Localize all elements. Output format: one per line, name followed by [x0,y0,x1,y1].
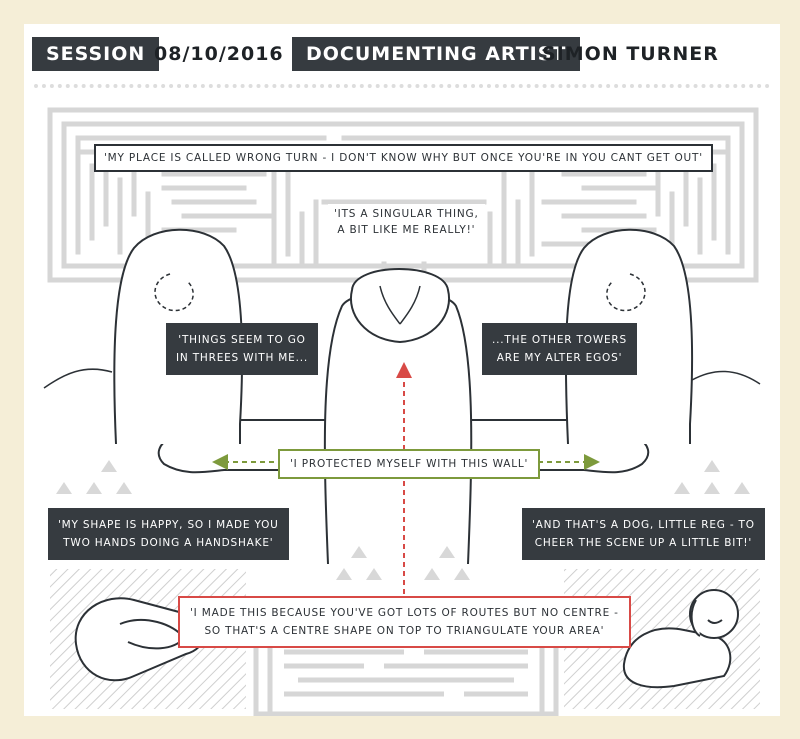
quote-wall: 'I PROTECTED MYSELF WITH THIS WALL' [278,449,541,479]
dotted-divider [34,84,770,88]
quote-centre-line-1: 'I MADE THIS BECAUSE YOU'VE GOT LOTS OF … [190,607,619,619]
session-date: 08/10/2016 [154,43,284,65]
quote-dog-line-2: CHEER THE SCENE UP A LITTLE BIT!' [534,537,753,549]
session-card: SESSION 08/10/2016 DOCUMENTING ARTIST SI… [24,24,780,716]
triangle-decor [56,460,750,580]
quote-centre-shape: 'I MADE THIS BECAUSE YOU'VE GOT LOTS OF … [178,596,631,648]
role-label: DOCUMENTING ARTIST [292,37,581,71]
quote-alter-line-2: ARE MY ALTER EGOS' [496,352,623,364]
swirl-right [606,273,646,312]
quote-dog-line-1: 'AND THAT'S A DOG, LITTLE REG - TO [532,519,755,531]
centre-shape-top [349,268,451,344]
quote-dog: 'AND THAT'S A DOG, LITTLE REG - TO CHEER… [522,508,765,560]
quote-alter-line-1: ...THE OTHER TOWERS [492,334,627,346]
hill-left [43,368,113,389]
quote-wrong-turn: 'MY PLACE IS CALLED WRONG TURN - I DON'T… [94,144,713,172]
swirl-left [154,273,194,312]
artist-name: SIMON TURNER [542,43,719,65]
session-label: SESSION [32,37,160,71]
quote-threes-line-2: IN THREES WITH ME... [176,352,308,364]
quote-threes-line-1: 'THINGS SEEM TO GO [178,334,306,346]
quote-handshake: 'MY SHAPE IS HAPPY, SO I MADE YOU TWO HA… [48,508,289,560]
handshake-illustration [74,597,207,682]
quote-centre-line-2: SO THAT'S A CENTRE SHAPE ON TOP TO TRIAN… [204,625,605,637]
quote-handshake-line-1: 'MY SHAPE IS HAPPY, SO I MADE YOU [58,519,279,531]
dog-illustration [622,589,739,689]
hill-right [691,370,761,385]
quote-singular-line-2: A BIT LIKE ME REALLY!' [337,224,476,236]
quote-handshake-line-2: TWO HANDS DOING A HANDSHAKE' [63,537,274,549]
quote-threes: 'THINGS SEEM TO GO IN THREES WITH ME... [166,323,318,375]
quote-singular-thing: 'ITS A SINGULAR THING, A BIT LIKE ME REA… [328,204,485,240]
quote-alter-egos: ...THE OTHER TOWERS ARE MY ALTER EGOS' [482,323,637,375]
quote-singular-line-1: 'ITS A SINGULAR THING, [334,208,479,220]
